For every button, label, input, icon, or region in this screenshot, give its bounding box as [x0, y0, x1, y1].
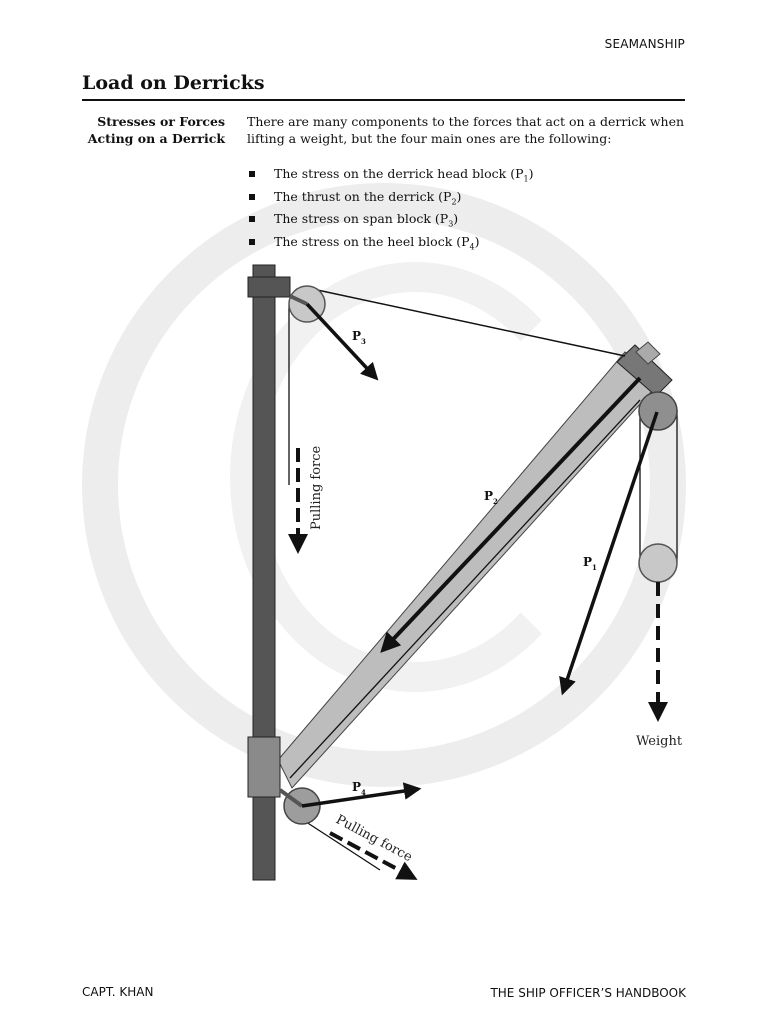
heel-block-strap: [278, 788, 304, 808]
p4-arrow: [301, 782, 422, 808]
list-item: The stress on span block (P3): [247, 210, 533, 233]
list-item: The thrust on the derrick (P2): [247, 188, 533, 211]
label-weight: Weight: [636, 734, 683, 749]
label-pulling-force-top: Pulling force: [309, 445, 324, 530]
label-p4: P4: [352, 780, 366, 797]
running-head: SEAMANSHIP: [604, 37, 685, 51]
runner-lead: [299, 817, 381, 871]
label-p2: P2: [484, 489, 498, 506]
pulling-force-bottom-arrow: [329, 831, 418, 880]
derrick-diagram: P3 P2 P1 P4 Pulling force Pulling force …: [247, 264, 683, 881]
page-title: Load on Derricks: [82, 72, 265, 94]
span-block-strap: [289, 294, 308, 306]
head-block: [638, 391, 678, 431]
bullet-icon: [249, 216, 255, 222]
gooseneck: [247, 736, 281, 798]
footer-book-title: THE SHIP OFFICER’S HANDBOOK: [490, 986, 686, 1000]
p3-arrow: [305, 302, 379, 381]
force-list: The stress on the derrick head block (P1…: [247, 165, 533, 255]
bullet-icon: [249, 171, 255, 177]
mast: [252, 264, 276, 881]
side-heading: Stresses or Forces Acting on a Derrick: [55, 113, 225, 147]
side-heading-line-1: Stresses or Forces: [97, 114, 225, 129]
intro-paragraph: There are many components to the forces …: [247, 114, 685, 146]
cargo-block: [638, 543, 678, 583]
bullet-icon: [249, 238, 255, 245]
title-divider: [82, 99, 685, 101]
derrick-head-cap: [635, 341, 661, 365]
label-p1: P1: [583, 555, 597, 572]
side-heading-line-2: Acting on a Derrick: [87, 131, 225, 146]
list-item: The stress on the heel block (P4): [247, 233, 533, 256]
p2-arrow: [380, 376, 642, 653]
bullet-icon: [249, 193, 255, 200]
footer-author: CAPT. KHAN: [82, 985, 154, 999]
derrick-head-fitting: [616, 344, 673, 397]
masthead-block: [247, 276, 291, 298]
list-item: The stress on the derrick head block (P1…: [247, 165, 533, 188]
p1-arrow: [559, 411, 659, 696]
cargo-runner: [289, 399, 641, 779]
span-wire: [307, 287, 626, 357]
label-p3: P3: [352, 329, 366, 346]
